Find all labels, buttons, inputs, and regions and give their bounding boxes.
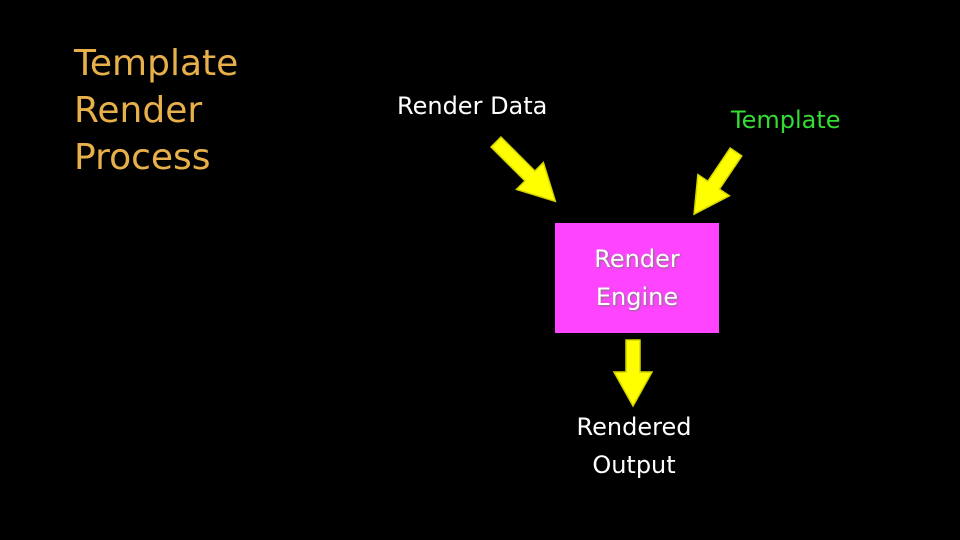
render-data-label: Render Data	[397, 92, 548, 120]
arrow-render-data-to-engine	[489, 135, 557, 203]
template-label: Template	[731, 106, 841, 134]
render-engine-label: Render Engine	[594, 245, 680, 311]
arrow-template-to-engine	[693, 147, 743, 216]
render-engine-box: Render Engine	[555, 223, 719, 333]
rendered-output-label: Rendered Output	[576, 413, 692, 479]
arrow-engine-to-output	[612, 339, 654, 408]
slide-title: Template Render Process	[74, 43, 239, 178]
